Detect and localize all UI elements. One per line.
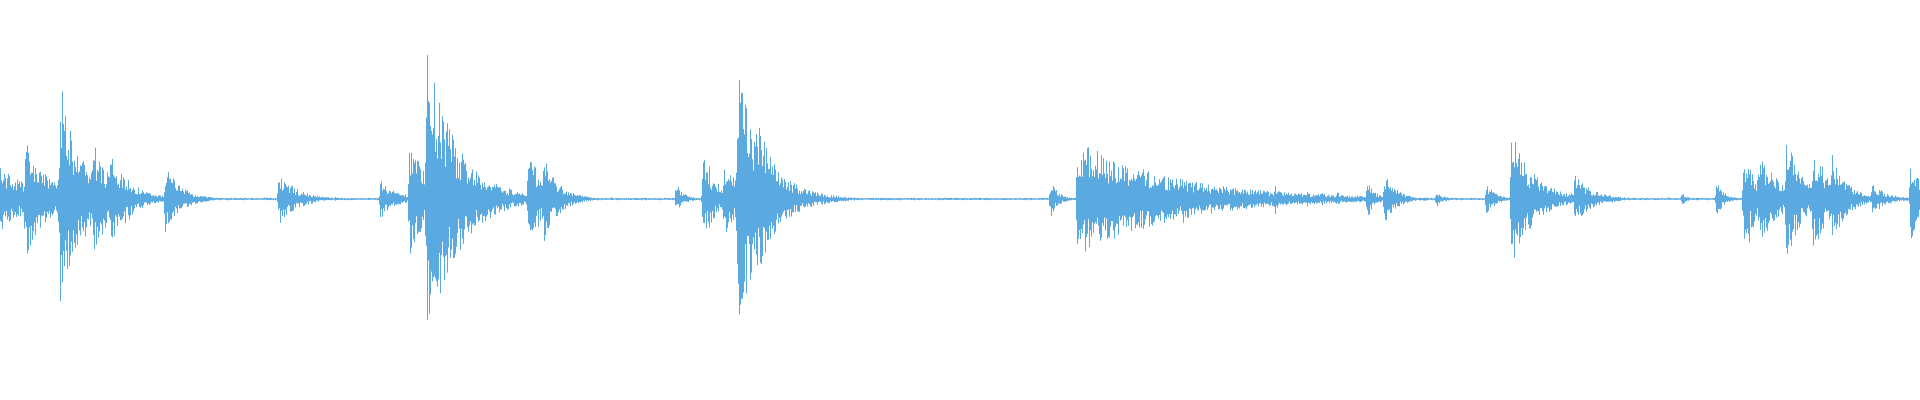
waveform-path xyxy=(0,55,1920,320)
